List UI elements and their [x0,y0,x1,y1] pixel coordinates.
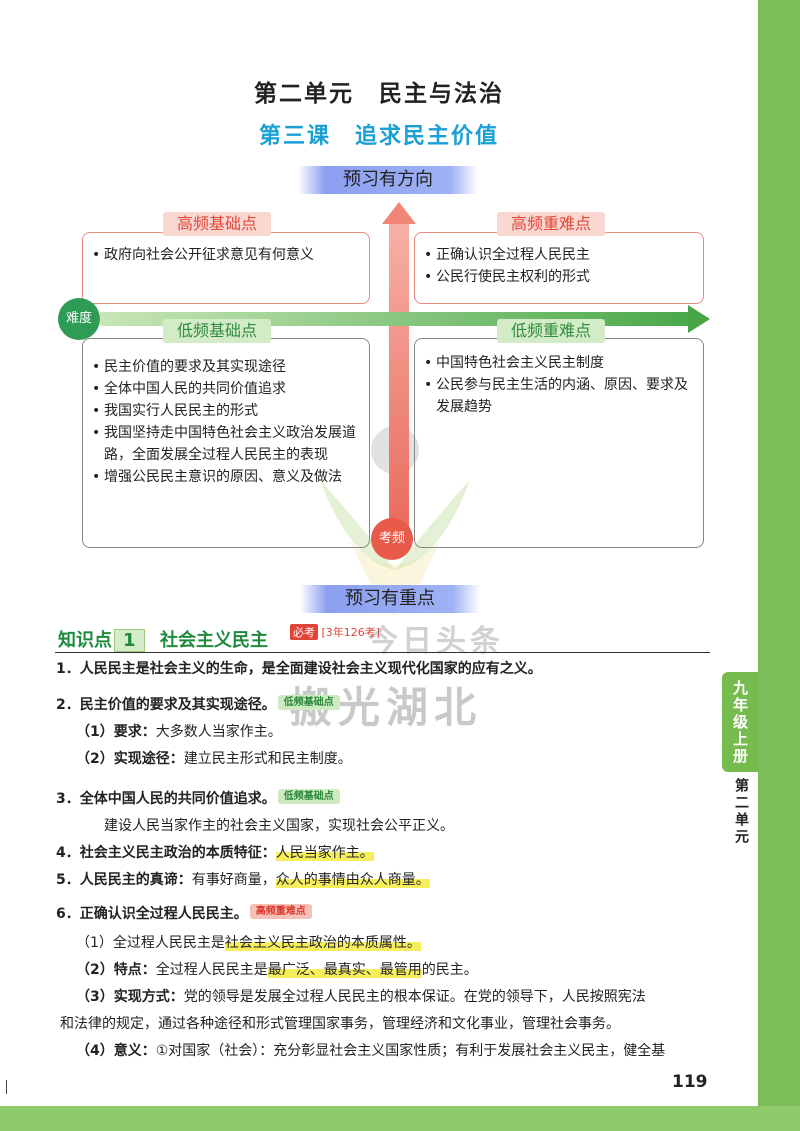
point-2-text: 2．民主价值的要求及其实现途径。 [56,697,276,713]
list-item: 中国特色社会主义民主制度 [422,352,694,374]
unit-title: 第二单元 民主与法治 [254,81,504,107]
point-6-3: （3）实现方式：党的领导是发展全过程人民民主的根本保证。在党的领导下，人民按照宪… [76,987,646,1007]
quadrant-title-high-basic: 高频基础点 [163,212,272,236]
frequency-label: 考频 [371,518,413,560]
list-item: 我国实行人民民主的形式 [90,400,362,422]
tag-low-basic: 低频基础点 [277,695,340,710]
point-5-label: 5．人民民主的真谛： [56,872,192,888]
point-1: 1．人民民主是社会主义的生命，是全面建设社会主义现代化国家的应有之义。 [56,661,542,677]
point-6-2-text-1: 全过程人民民主是 [155,962,268,978]
quadrant-list-low-basic: 民主价值的要求及其实现途径 全体中国人民的共同价值追求 我国实行人民民主的形式 … [90,356,362,488]
point-5: 5．人民民主的真谛：有事好商量，众人的事情由众人商量。 [56,870,430,890]
point-2-2: （2）实现途径：建立民主形式和民主制度。 [76,749,352,769]
point-5-text-1: 有事好商量， [191,872,276,888]
difficulty-label: 难度 [58,298,100,340]
point-4: 4．社会主义民主政治的本质特征：人民当家作主。 [56,843,374,863]
knowledge-point-number: 1 [114,629,145,652]
list-item: 正确认识全过程人民民主 [422,244,694,266]
badge-dot: 必考 [290,624,318,640]
page-mark [6,1080,7,1094]
quadrant-title-low-hard: 低频重难点 [497,319,606,343]
quadrant-list-high-basic: 政府向社会公开征求意见有何意义 [90,244,360,266]
point-6-2-label: （2）特点： [76,962,156,978]
point-4-text: 人民当家作主。 [275,845,374,861]
difficulty-arrow-icon [688,305,710,333]
point-6: 6．正确认识全过程人民民主。高频重难点 [56,904,312,924]
list-item: 公民行使民主权利的形式 [422,266,694,288]
tag-high-hard: 高频重难点 [249,904,312,919]
page-number: 119 [672,1072,708,1092]
point-6-2-text-2: 最广泛、最真实、最管用 [267,962,422,978]
quadrant-list-low-hard: 中国特色社会主义民主制度 公民参与民主生活的内涵、原因、要求及发展趋势 [422,352,694,418]
list-item: 我国坚持走中国特色社会主义政治发展道路，全面发展全过程人民民主的表现 [90,422,362,466]
lesson-title: 第三课 追求民主价值 [258,124,499,149]
point-4-label: 4．社会主义民主政治的本质特征： [56,845,276,861]
list-item: 政府向社会公开征求意见有何意义 [90,244,360,266]
knowledge-point-text: 知识点 [58,630,112,651]
knowledge-point-title: 社会主义民主 [160,630,268,651]
list-item: 增强公民民主意识的原因、意义及做法 [90,466,362,488]
point-6-3-cont: 和法律的规定，通过各种途径和形式管理国家事务，管理经济和文化事业，管理社会事务。 [60,1016,620,1032]
quadrant-high-basic-box [82,232,370,304]
quadrant-title-low-basic: 低频基础点 [163,319,272,343]
point-6-2-text-3: 的民主。 [421,962,478,978]
point-3: 3．全体中国人民的共同价值追求。低频基础点 [56,789,340,809]
frequency-arrow-icon [382,202,416,224]
point-6-4-label: （4）意义： [76,1043,156,1059]
point-6-1-text-2: 社会主义民主政治的本质属性。 [224,935,421,951]
point-6-4: （4）意义：①对国家（社会）：充分彰显社会主义国家性质；有利于发展社会主义民主，… [76,1041,665,1061]
side-tab-grade[interactable]: 九年级上册 [722,672,758,772]
point-2: 2．民主价值的要求及其实现途径。低频基础点 [56,695,340,715]
point-3-text-body: 建设人民当家作主的社会主义国家，实现社会公平正义。 [104,818,454,834]
point-6-3-text: 党的领导是发展全过程人民民主的根本保证。在党的领导下，人民按照宪法 [183,989,646,1005]
list-item: 民主价值的要求及其实现途径 [90,356,362,378]
point-6-1-text-1: （1）全过程人民民主是 [76,935,225,951]
green-page-edge [758,0,800,1131]
tag-low-basic: 低频基础点 [277,789,340,804]
point-6-2: （2）特点：全过程人民民主是最广泛、最真实、最管用的民主。 [76,960,478,980]
section-divider [55,652,710,653]
preview-direction-banner: 预习有方向 [298,166,478,194]
point-5-text-2: 众人的事情由众人商量。 [275,872,430,888]
frequency-axis [389,218,409,538]
side-tab-unit: 第二单元 [733,778,749,846]
point-6-text: 6．正确认识全过程人民民主。 [56,906,248,922]
point-2-1-label: （1）要求： [76,724,156,740]
point-6-3-label: （3）实现方式： [76,989,184,1005]
quadrant-title-high-hard: 高频重难点 [497,212,606,236]
watermark-text-1: 今日头条 [368,624,504,659]
list-item: 公民参与民主生活的内涵、原因、要求及发展趋势 [422,374,694,418]
point-3-text: 3．全体中国人民的共同价值追求。 [56,791,276,807]
green-page-bottom [0,1106,800,1131]
knowledge-point-badge: 必考 [3年126考] [290,624,380,640]
point-2-1-text: 大多数人当家作主。 [155,724,282,740]
point-6-1: （1）全过程人民民主是社会主义民主政治的本质属性。 [76,933,421,953]
point-6-4-text: ①对国家（社会）：充分彰显社会主义国家性质；有利于发展社会主义民主，健全基 [155,1043,666,1059]
point-2-2-label: （2）实现途径： [76,751,184,767]
list-item: 全体中国人民的共同价值追求 [90,378,362,400]
point-2-1: （1）要求：大多数人当家作主。 [76,722,282,742]
quadrant-list-high-hard: 正确认识全过程人民民主 公民行使民主权利的形式 [422,244,694,288]
badge-text: [3年126考] [321,626,381,639]
point-2-2-text: 建立民主形式和民主制度。 [183,751,352,767]
preview-key-banner: 预习有重点 [300,585,480,613]
